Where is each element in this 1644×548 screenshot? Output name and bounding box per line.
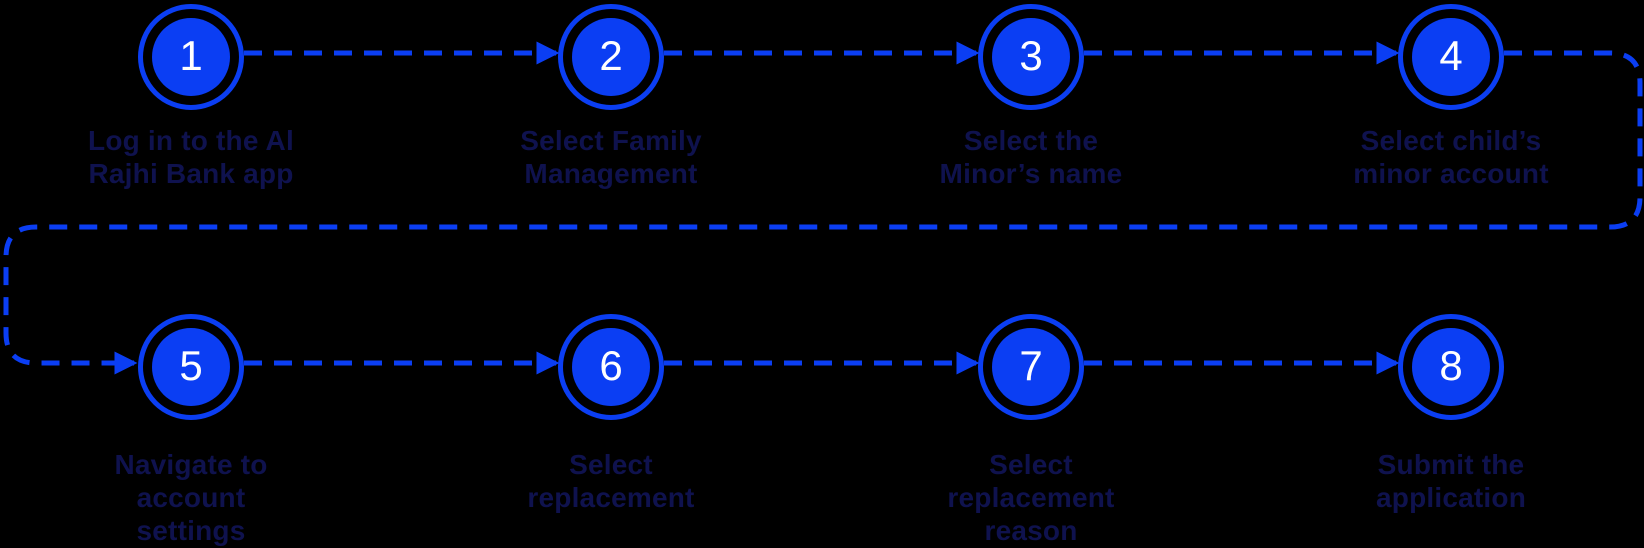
step-6-label: Select replacement	[527, 449, 695, 513]
connector-arrow-step4-step5-wrap	[3, 50, 1643, 375]
step-3-circle: 3	[978, 4, 1084, 110]
step-4-label: Select child’s minor account	[1353, 125, 1549, 189]
step-3-circle-fill: 3	[992, 18, 1070, 96]
step-6-circle-fill: 6	[572, 328, 650, 406]
step-1-circle-fill: 1	[152, 18, 230, 96]
step-5-number: 5	[179, 342, 203, 389]
step-4-circle-fill: 4	[1412, 18, 1490, 96]
step-5-circle: 5	[138, 314, 244, 420]
step-6-number: 6	[599, 342, 623, 389]
step-4-circle: 4	[1398, 4, 1504, 110]
step-3-label: Select the Minor’s name	[939, 125, 1123, 189]
step-7-circle-fill: 7	[992, 328, 1070, 406]
step-1-number: 1	[179, 32, 203, 79]
step-8-circle: 8	[1398, 314, 1504, 420]
step-7-circle: 7	[978, 314, 1084, 420]
step-5-label: Navigate to account settings	[114, 449, 268, 546]
step-7-number: 7	[1019, 342, 1043, 389]
step-6-circle: 6	[558, 314, 664, 420]
step-8-label: Submit the application	[1376, 449, 1526, 513]
step-1-circle: 1	[138, 4, 244, 110]
step-2-number: 2	[599, 32, 623, 79]
step-2-circle-fill: 2	[572, 18, 650, 96]
step-2-circle: 2	[558, 4, 664, 110]
step-1-label: Log in to the Al Rajhi Bank app	[88, 125, 294, 189]
step-8-number: 8	[1439, 342, 1463, 389]
step-4-number: 4	[1439, 32, 1463, 79]
step-2-label: Select Family Management	[520, 125, 702, 189]
step-5-circle-fill: 5	[152, 328, 230, 406]
step-8-circle-fill: 8	[1412, 328, 1490, 406]
step-7-label: Select replacement reason	[947, 449, 1115, 546]
step-3-number: 3	[1019, 32, 1043, 79]
